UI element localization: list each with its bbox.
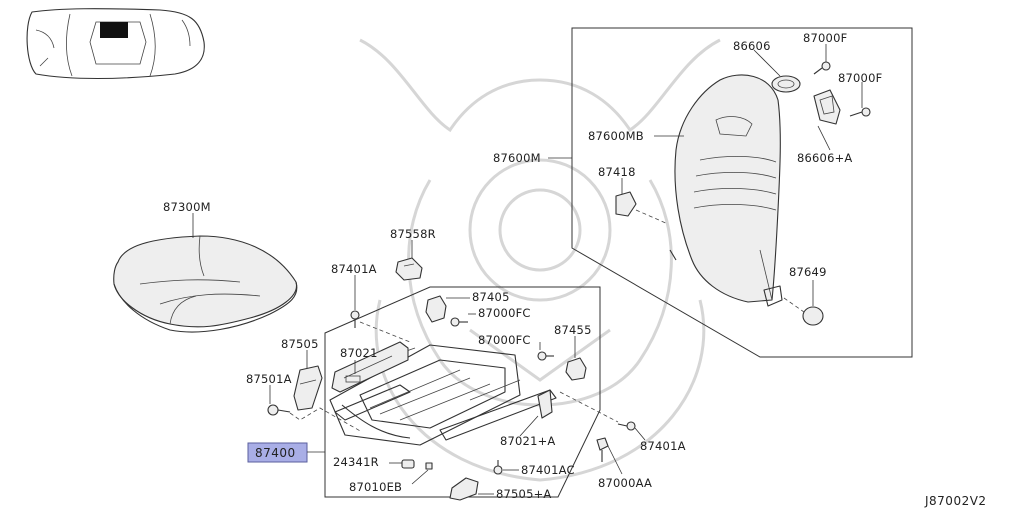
guide-86606[interactable] — [771, 75, 801, 93]
knob-87505A[interactable] — [449, 477, 479, 501]
assembly-frame-87400 — [324, 286, 601, 498]
label-87000F-a[interactable]: 87000F — [803, 31, 847, 45]
seat-location-marker — [100, 22, 128, 38]
bolt-87000AA[interactable] — [596, 437, 609, 462]
label-87021A[interactable]: 87021+A — [500, 434, 556, 448]
knob-87505[interactable] — [293, 365, 323, 411]
side-trim-87021A[interactable] — [537, 389, 553, 419]
label-87558R[interactable]: 87558R — [390, 227, 436, 241]
seatback-87600MB[interactable] — [669, 74, 783, 307]
label-87401AC[interactable]: 87401AC — [521, 463, 575, 477]
side-trim-87021[interactable] — [331, 341, 409, 393]
screw-87000FC-b[interactable] — [537, 351, 554, 361]
label-87505[interactable]: 87505 — [281, 337, 319, 351]
bolt-87401AC[interactable] — [493, 460, 503, 475]
seat-cushion-87300M[interactable] — [113, 235, 298, 333]
guide-86606A[interactable] — [813, 89, 841, 125]
bolt-87401A-top[interactable] — [350, 310, 360, 328]
screw-87000F-a[interactable] — [813, 61, 831, 75]
label-87400[interactable]: 87400 — [255, 446, 296, 460]
seatback-frame-87600M — [571, 27, 913, 358]
label-87401A-top[interactable]: 87401A — [331, 262, 377, 276]
label-87401A-right[interactable]: 87401A — [640, 439, 686, 453]
label-87600M[interactable]: 87600M — [493, 151, 541, 165]
cover-87455[interactable] — [565, 357, 587, 381]
label-86606[interactable]: 86606 — [733, 39, 771, 53]
label-87010EB[interactable]: 87010EB — [349, 480, 402, 494]
label-87000AA[interactable]: 87000AA — [598, 476, 652, 490]
label-87405[interactable]: 87405 — [472, 290, 510, 304]
label-87000F-b[interactable]: 87000F — [838, 71, 882, 85]
label-87600MB[interactable]: 87600MB — [588, 129, 644, 143]
bolt-87401A-right[interactable] — [617, 421, 636, 431]
label-87505A[interactable]: 87505+A — [496, 487, 552, 501]
clip-87418[interactable] — [615, 191, 637, 217]
screw-87000FC-a[interactable] — [450, 317, 468, 327]
label-86606A[interactable]: 86606+A — [797, 151, 853, 165]
selected-part-highlight[interactable] — [247, 442, 308, 463]
diagram-code: J87002V2 — [924, 494, 987, 508]
label-87021[interactable]: 87021 — [340, 346, 378, 360]
label-87000FC-a[interactable]: 87000FC — [478, 306, 531, 320]
screw-87000F-b[interactable] — [849, 107, 871, 117]
label-24341R[interactable]: 24341R — [333, 455, 379, 469]
vehicle-locator-thumbnail — [26, 8, 205, 80]
label-87501A[interactable]: 87501A — [246, 372, 292, 386]
screw-87501A[interactable] — [267, 404, 291, 416]
label-87418[interactable]: 87418 — [598, 165, 636, 179]
clip-87405[interactable] — [425, 295, 447, 323]
label-87455[interactable]: 87455 — [554, 323, 592, 337]
cap-87558R[interactable] — [395, 257, 423, 281]
label-87649[interactable]: 87649 — [789, 265, 827, 279]
label-87300M[interactable]: 87300M — [163, 200, 211, 214]
cap-87649[interactable] — [802, 306, 824, 326]
grommet-24341R[interactable] — [401, 459, 415, 469]
label-87000FC-b[interactable]: 87000FC — [478, 333, 531, 347]
clip-87010EB[interactable] — [425, 462, 433, 470]
seat-frame-87400[interactable] — [329, 344, 557, 446]
